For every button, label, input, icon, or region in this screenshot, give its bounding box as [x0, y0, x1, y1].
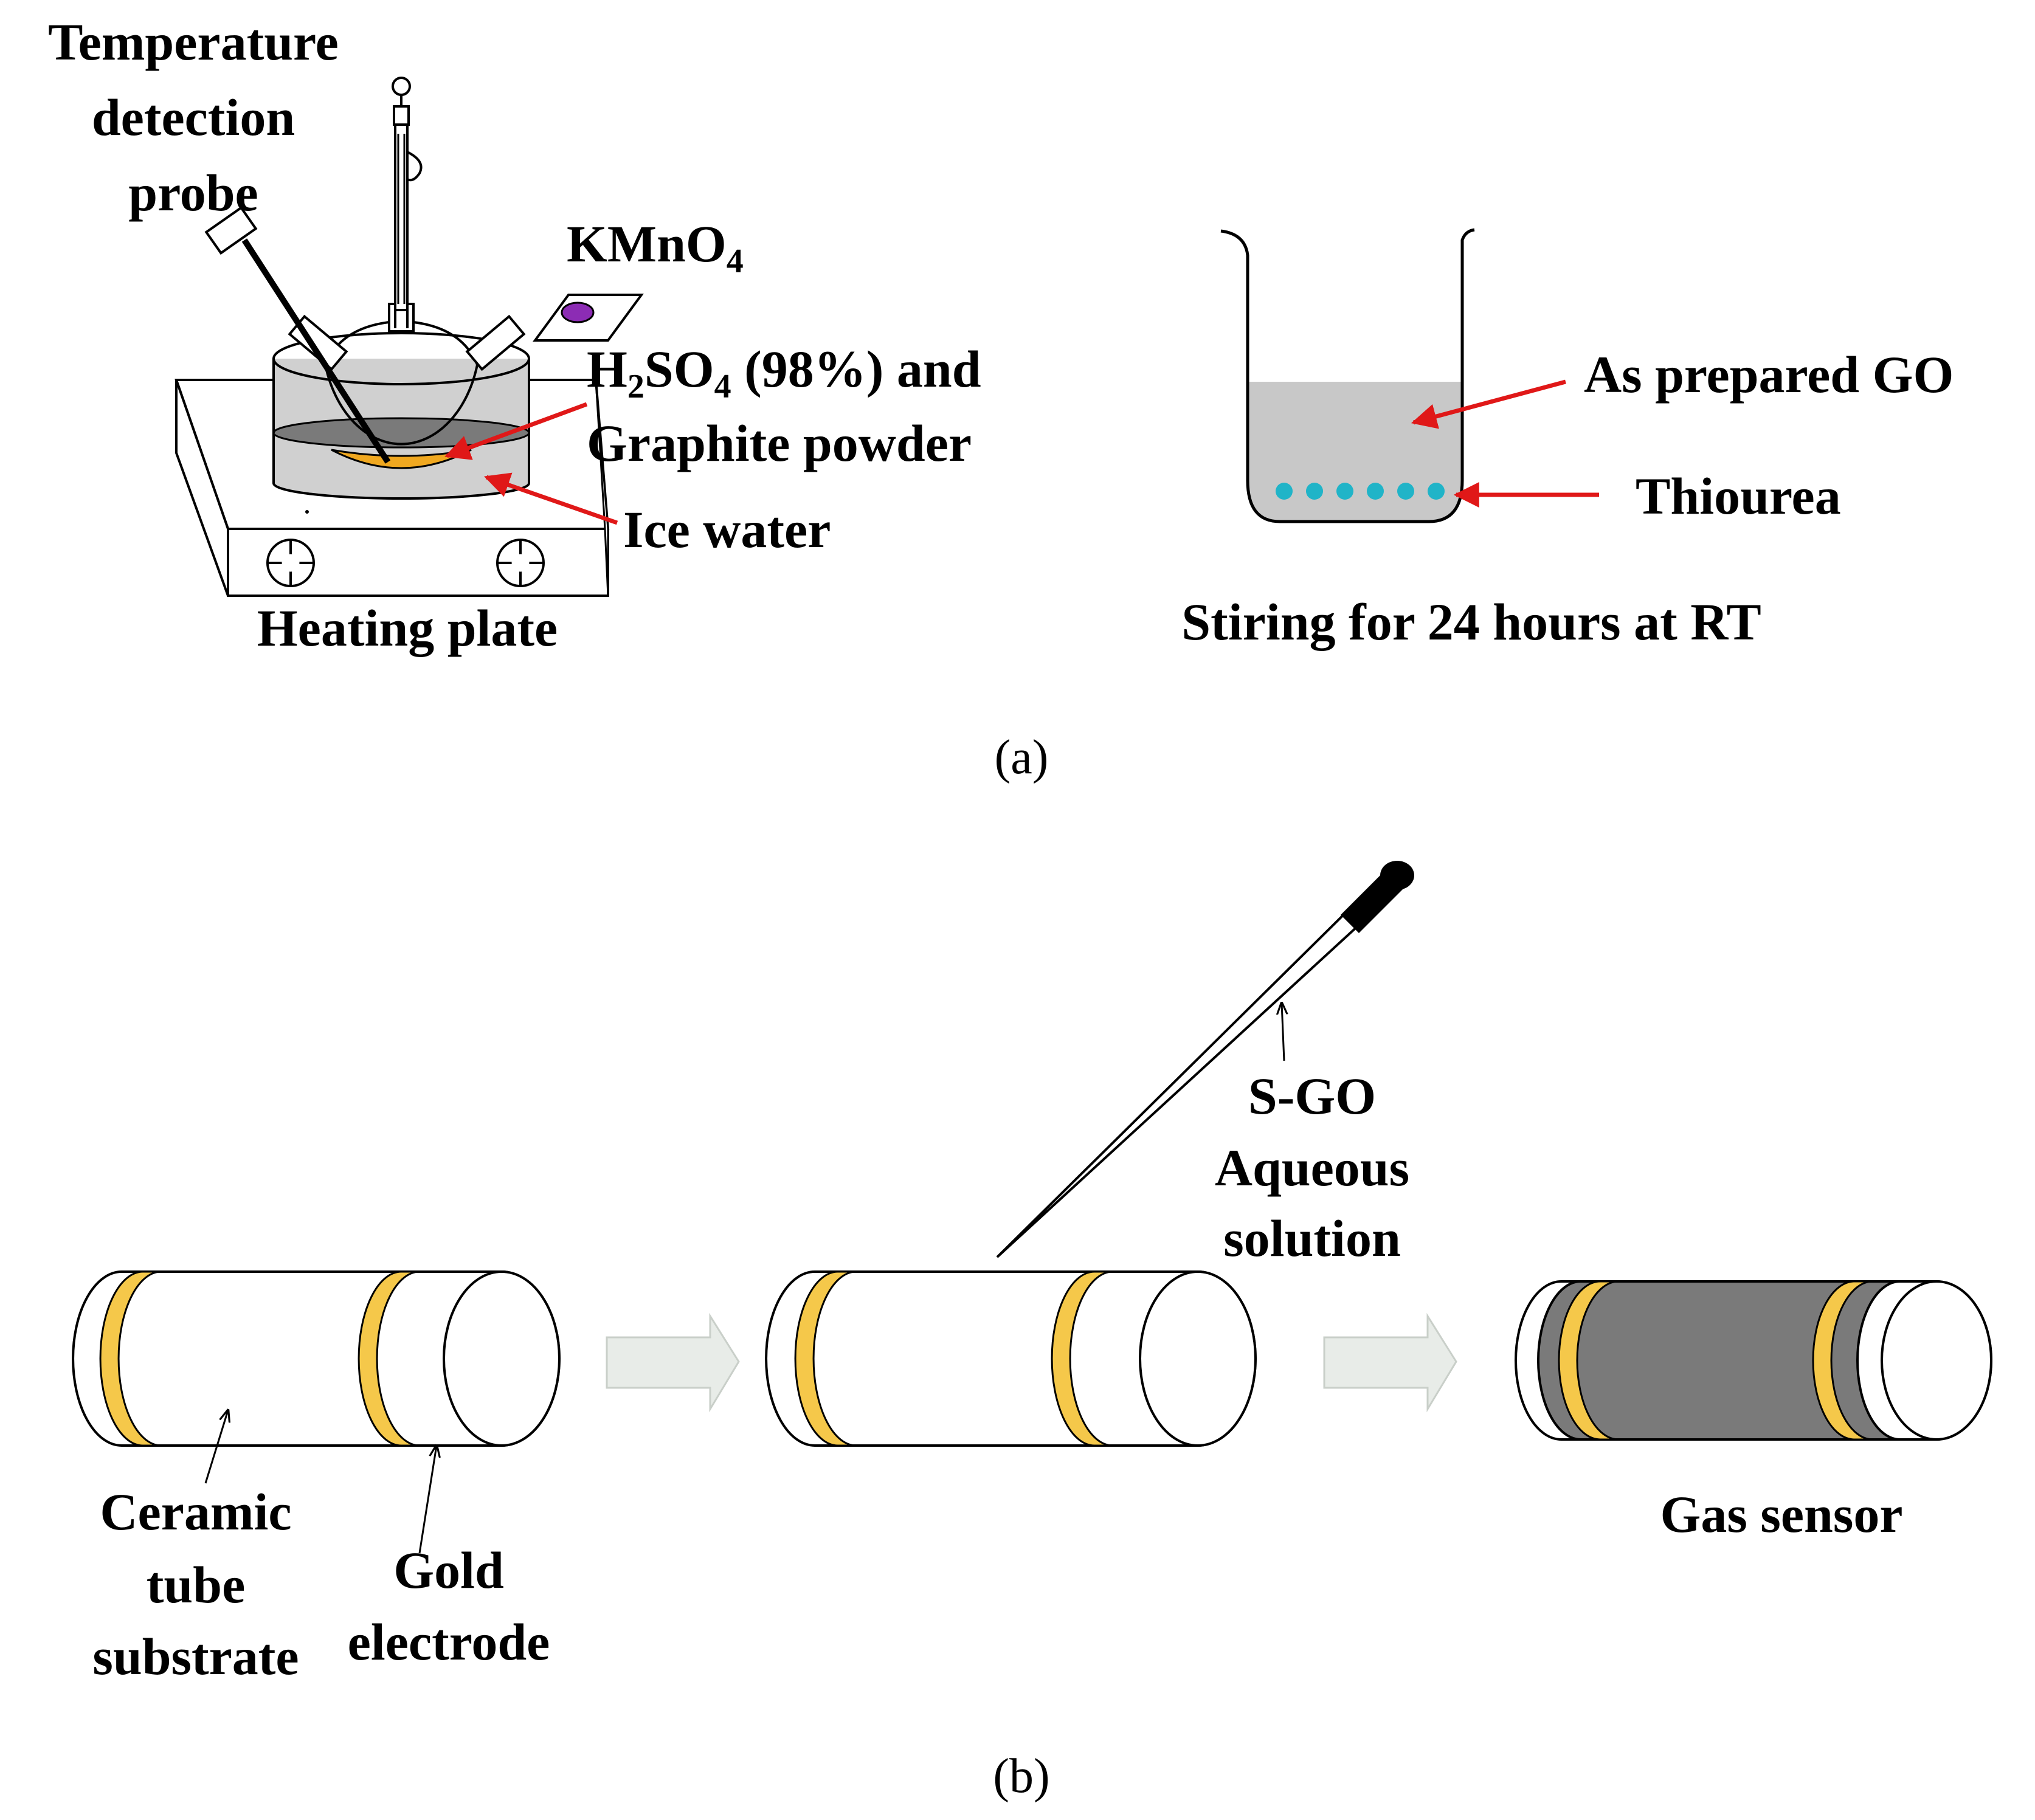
gold-pointer-arrow: [418, 1446, 437, 1554]
ceramic-label-line2: tube: [147, 1556, 245, 1614]
h2so4-label: H2SO4 (98%) and: [587, 340, 981, 405]
knob-left: [266, 539, 315, 587]
acid-pointer-arrow: [444, 402, 588, 460]
ice-pointer-arrow: [484, 472, 618, 525]
go-pointer-arrow: [1411, 379, 1566, 429]
ice-water-label: Ice water: [623, 500, 831, 559]
temperature-probe: [204, 205, 391, 464]
thiourea-label: Thiourea: [1636, 467, 1841, 525]
probe-label-line2: detection: [92, 88, 295, 146]
dropper-pipette: [996, 861, 1414, 1258]
ceramic-label-line1: Ceramic: [100, 1483, 291, 1541]
flow-arrow-2: [1323, 1312, 1457, 1413]
thiourea-particles: [1276, 483, 1445, 500]
gold-label-line2: electrode: [348, 1613, 550, 1671]
caption-a: (a): [995, 731, 1049, 784]
caption-b: (b): [993, 1749, 1049, 1803]
ceramic-tube-bare: [72, 1270, 561, 1447]
graphite-powder-label: Graphite powder: [587, 414, 972, 472]
probe-label-line1: Temperature: [48, 13, 339, 71]
gold-electrode-band: [1558, 1280, 1619, 1441]
ceramic-label-line3: substrate: [92, 1627, 299, 1686]
go-label: As prepared GO: [1584, 345, 1954, 404]
kmno4-crystal: [561, 302, 595, 323]
sgo-label-line2: Aqueous: [1215, 1139, 1409, 1197]
knob-right: [496, 539, 545, 587]
probe-label-line3: probe: [128, 164, 258, 222]
ceramic-pointer-arrow: [204, 1410, 228, 1484]
kmno4-weighing-paper: [533, 294, 644, 342]
gold-electrode-band: [794, 1270, 857, 1447]
gold-electrode-band: [358, 1270, 420, 1447]
gold-electrode-band: [1812, 1280, 1873, 1441]
heating-plate-label: Heating plate: [257, 599, 558, 657]
kmno4-label: KMnO4: [567, 215, 744, 280]
stirring-label: Stiring for 24 hours at RT: [1181, 593, 1761, 651]
gold-electrode-band: [99, 1270, 162, 1447]
gas-sensor-tube: [1515, 1280, 1992, 1441]
sgo-label-line3: solution: [1223, 1209, 1401, 1267]
gold-label-line1: Gold: [393, 1541, 504, 1599]
gas-sensor-label: Gas sensor: [1660, 1485, 1903, 1543]
flask-right-neck: [465, 314, 526, 371]
gold-electrode-band: [1051, 1270, 1113, 1447]
sgo-label-line1: S-GO: [1248, 1067, 1376, 1125]
go-liquid: [1246, 382, 1462, 522]
flow-arrow-1: [606, 1312, 740, 1413]
condenser-column: [392, 77, 423, 328]
sgo-pointer-arrow: [1282, 1003, 1284, 1061]
beaker: [1220, 228, 1475, 523]
ceramic-tube-coating: [765, 1270, 1257, 1447]
sgo-coating-film: [1537, 1280, 1901, 1441]
